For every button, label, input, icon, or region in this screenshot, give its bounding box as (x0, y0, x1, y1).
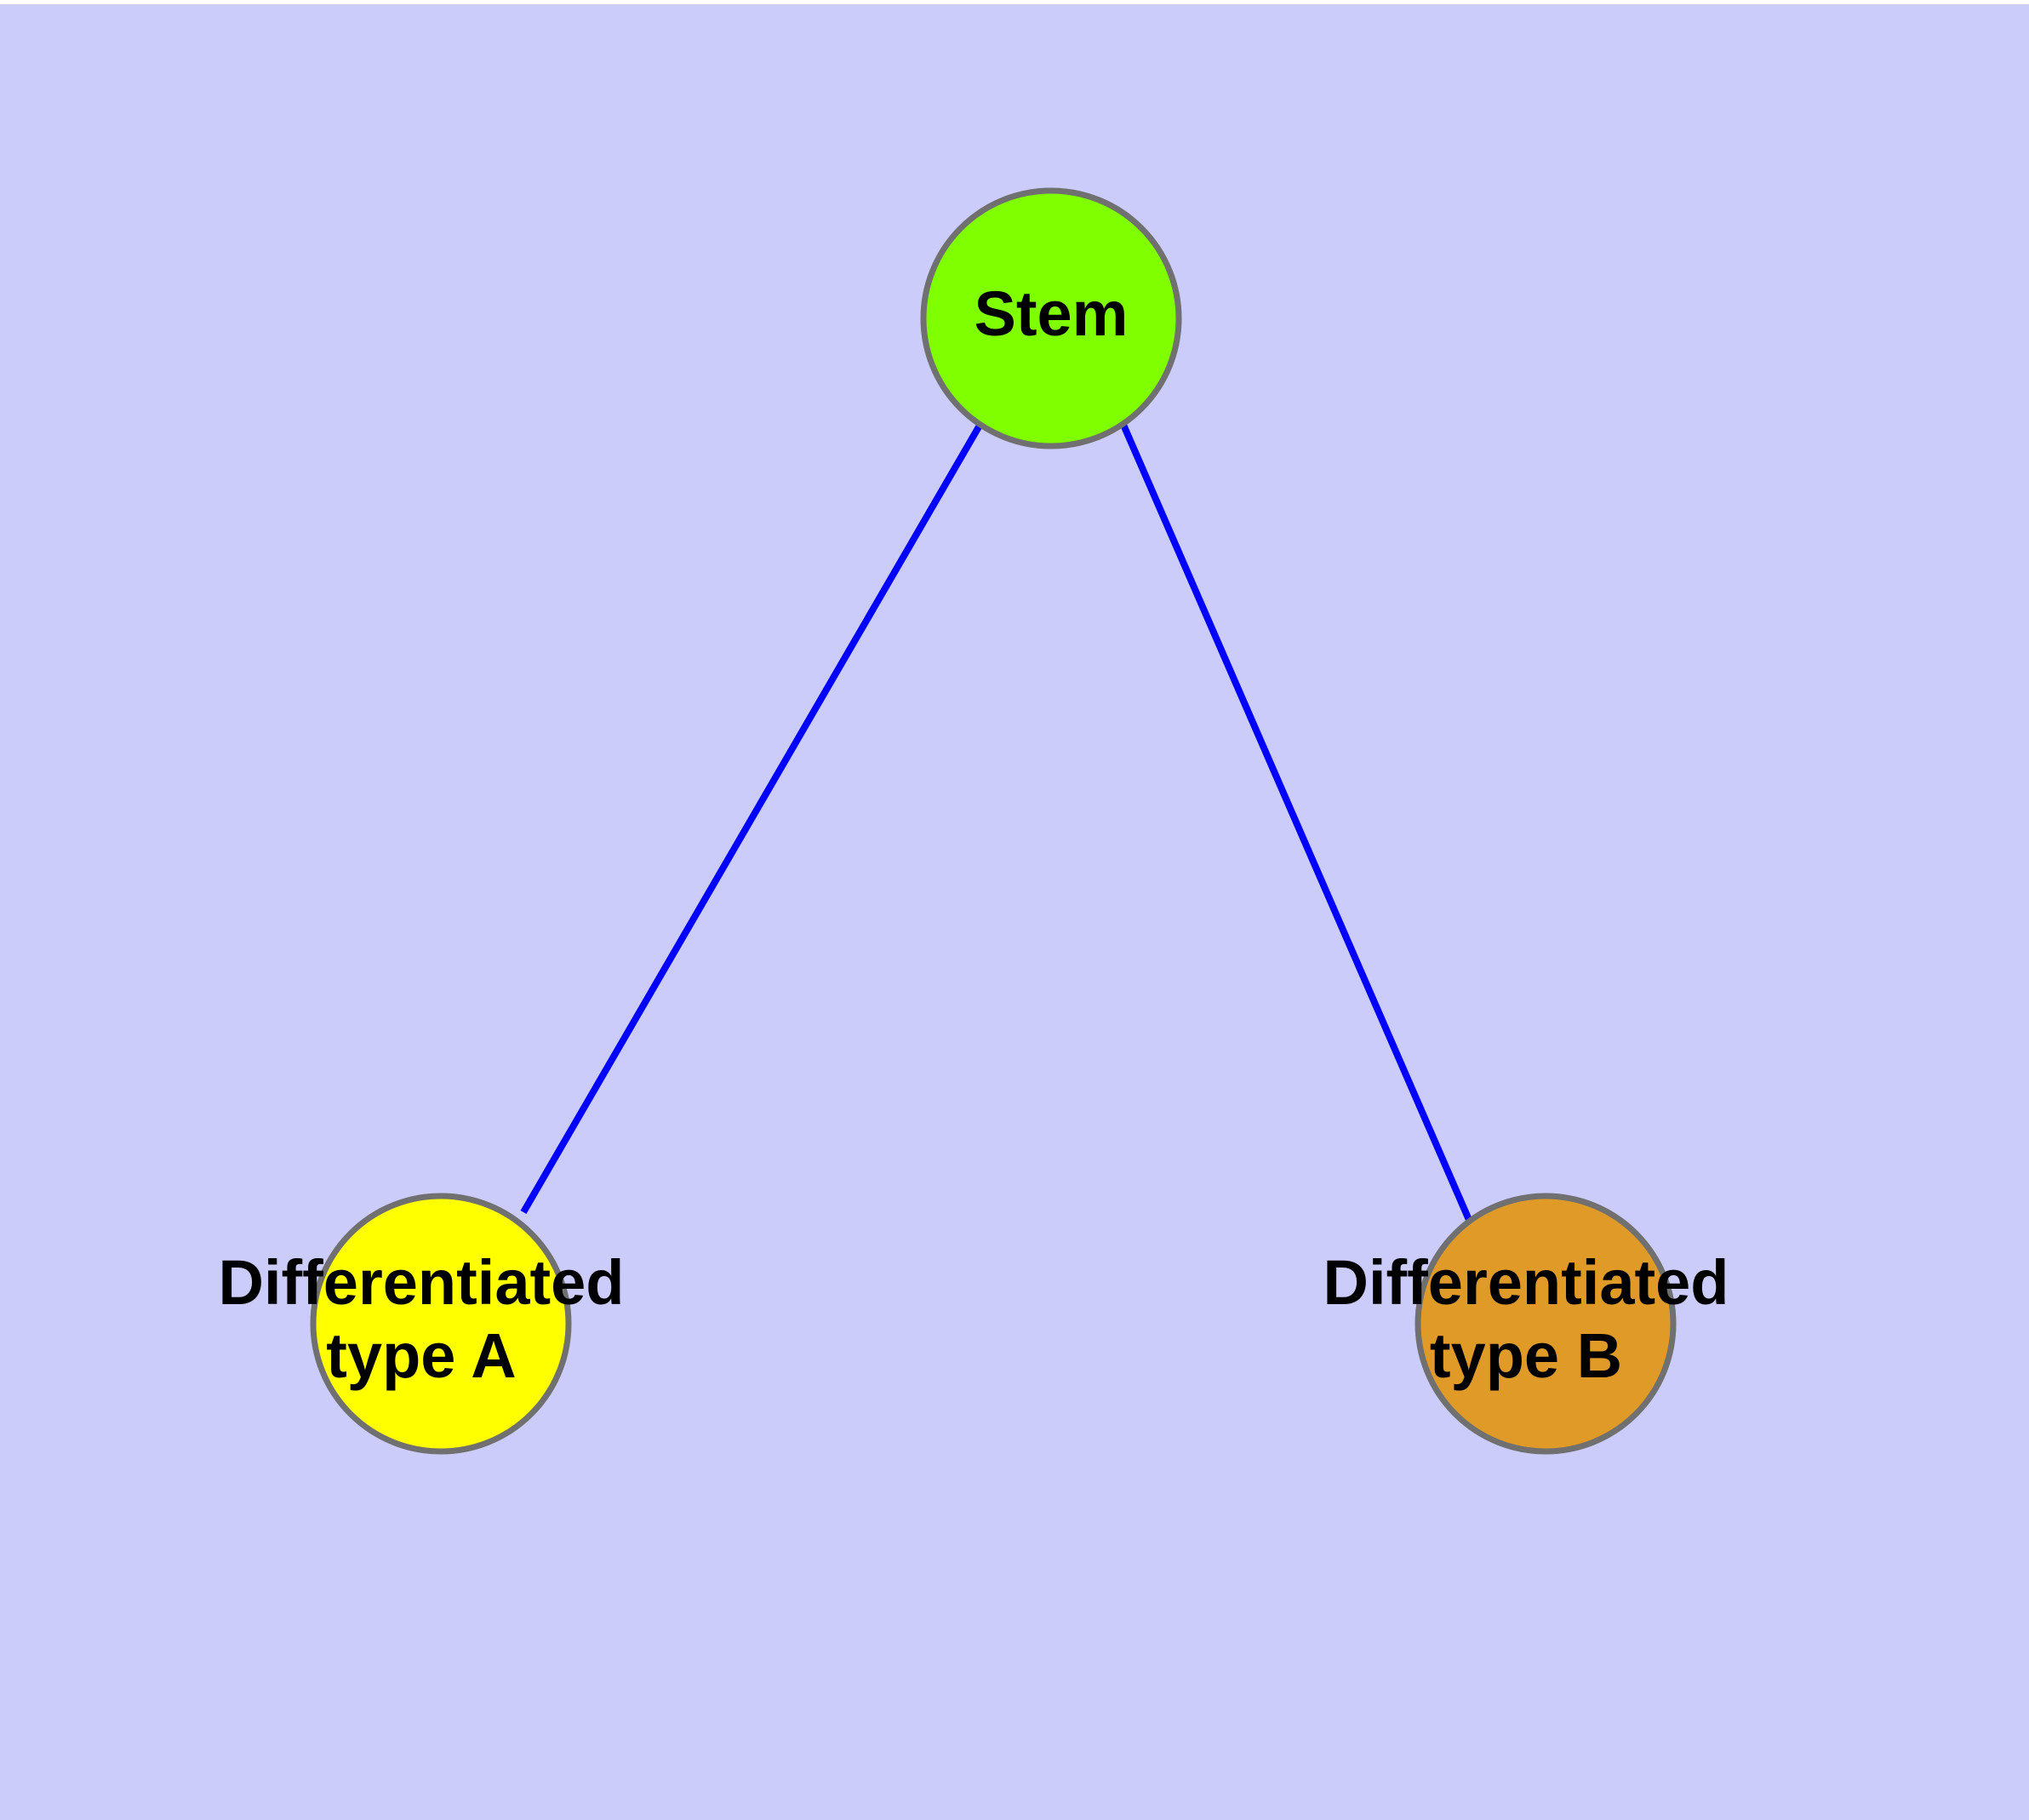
node-label-stem: Stem (974, 278, 1129, 349)
node-label-line: Differentiated (219, 1247, 625, 1318)
nodes-layer (310, 187, 1677, 1455)
node-label-line: Differentiated (1323, 1247, 1729, 1318)
node-label-line: Stem (974, 278, 1129, 349)
edges-layer (520, 421, 1472, 1222)
node-circle-stem[interactable] (920, 187, 1182, 449)
canvas-top-strip (0, 0, 2029, 4)
edge-stem-diff-b[interactable] (1120, 423, 1472, 1222)
node-label-line: type B (1430, 1320, 1622, 1391)
edge-stem-diff-a[interactable] (520, 421, 984, 1215)
node-circle-diff-a[interactable] (310, 1193, 572, 1455)
node-circle-diff-b[interactable] (1415, 1193, 1677, 1455)
node-label-line: type A (326, 1320, 516, 1391)
